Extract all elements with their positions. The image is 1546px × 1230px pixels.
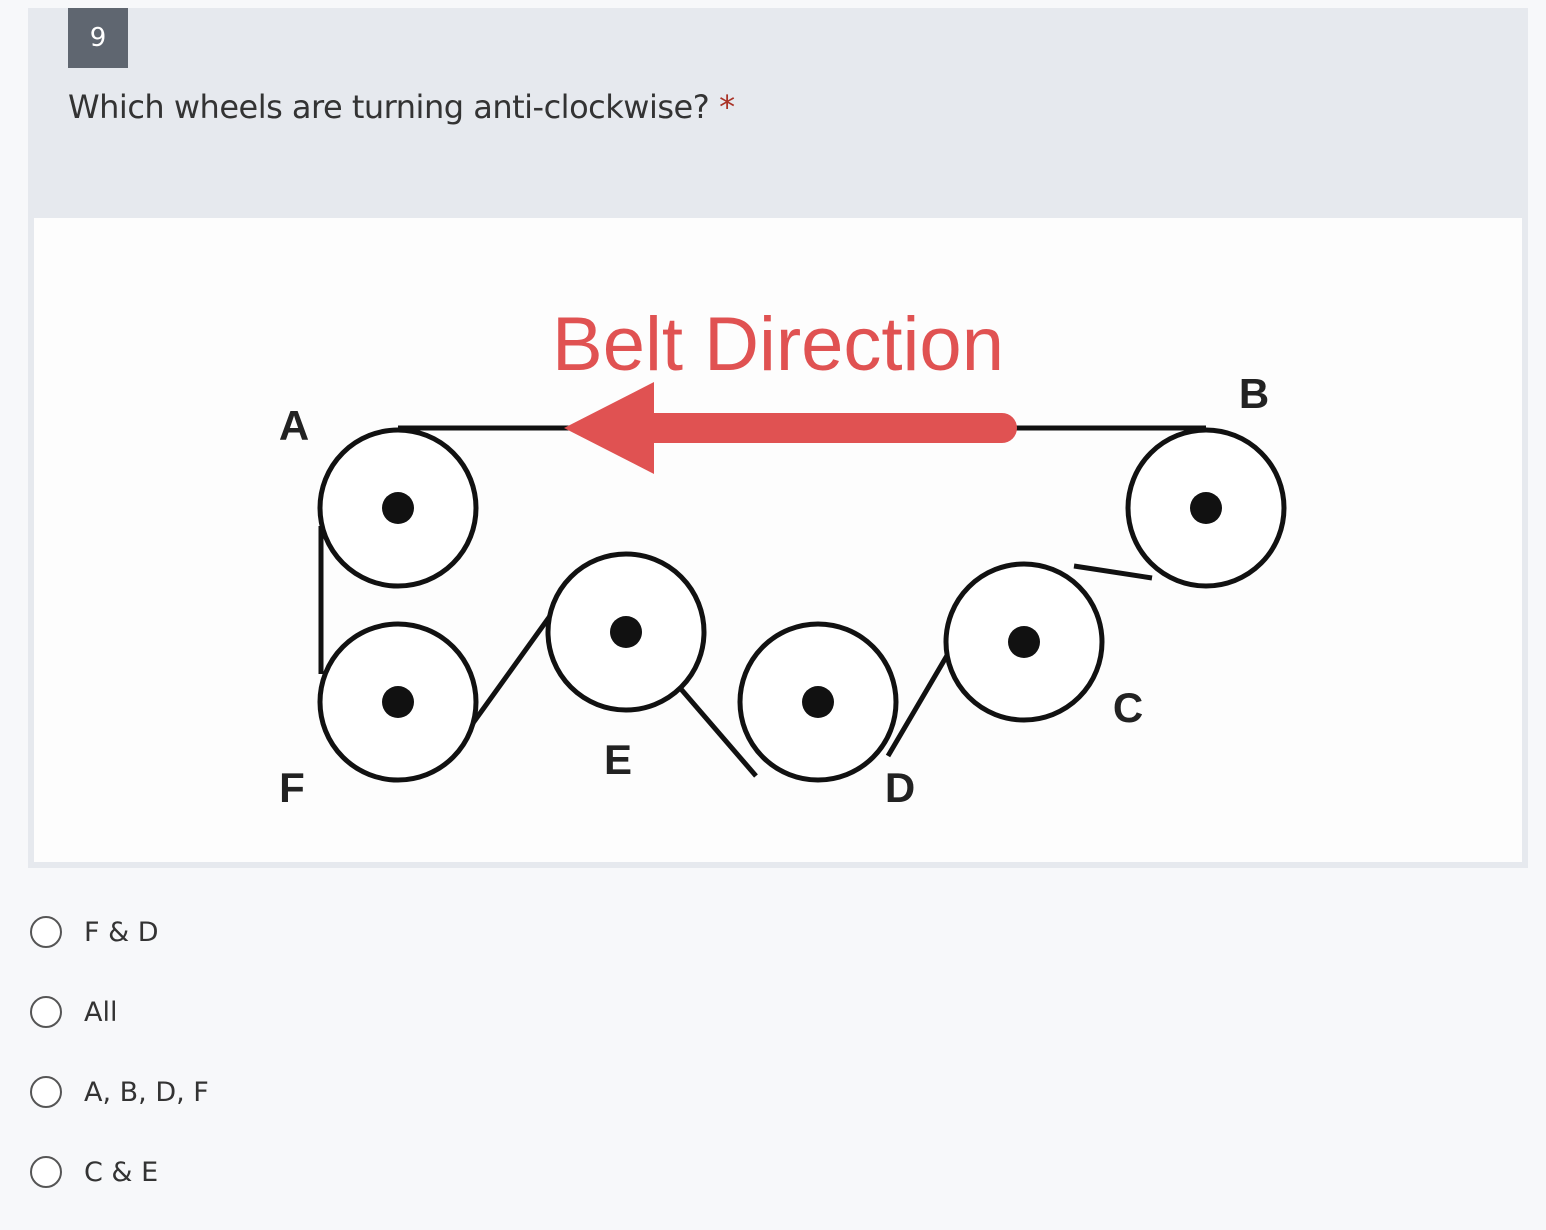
radio-button[interactable] (30, 1076, 62, 1108)
answer-option-label: F & D (84, 916, 159, 948)
radio-button[interactable] (30, 1156, 62, 1188)
question-text: Which wheels are turning anti-clockwise?… (68, 88, 735, 126)
question-header: 9 Which wheels are turning anti-clockwis… (28, 8, 1528, 218)
answer-option[interactable]: C & E (28, 1132, 628, 1212)
answer-option-label: C & E (84, 1156, 159, 1188)
belt-e-d-segment (666, 672, 758, 778)
belt-diagram: Belt Direction (279, 302, 1287, 811)
answer-option[interactable]: A, B, D, F (28, 1052, 628, 1132)
hub-d (802, 686, 834, 718)
question-prompt: Which wheels are turning anti-clockwise? (68, 88, 710, 126)
hub-e (610, 616, 642, 648)
answer-option[interactable]: F & D (28, 892, 628, 972)
belt-direction-arrow (564, 382, 1017, 474)
required-indicator: * (719, 88, 735, 126)
belt-diagram-image: Belt Direction (34, 218, 1522, 862)
hub-b (1190, 492, 1222, 524)
wheel-label-c: C (1113, 684, 1143, 731)
wheel-label-f: F (279, 764, 305, 811)
answer-option[interactable]: All (28, 972, 628, 1052)
wheel-label-e: E (604, 736, 632, 783)
answer-option-label: All (84, 996, 118, 1028)
radio-button[interactable] (30, 996, 62, 1028)
hub-a (382, 492, 414, 524)
question-image-frame: Belt Direction (28, 212, 1528, 868)
wheel-label-d: D (885, 764, 915, 811)
wheel-label-b: B (1239, 370, 1269, 417)
radio-button[interactable] (30, 916, 62, 948)
wheel-label-a: A (279, 402, 309, 449)
hub-f (382, 686, 414, 718)
answer-option-label: A, B, D, F (84, 1076, 209, 1108)
diagram-title: Belt Direction (552, 302, 1004, 387)
hub-c (1008, 626, 1040, 658)
arrow-head (564, 382, 654, 474)
belt-f-e-segment (465, 614, 553, 732)
question-number-badge: 9 (68, 8, 128, 68)
belt-c-b-segment (1073, 563, 1153, 581)
